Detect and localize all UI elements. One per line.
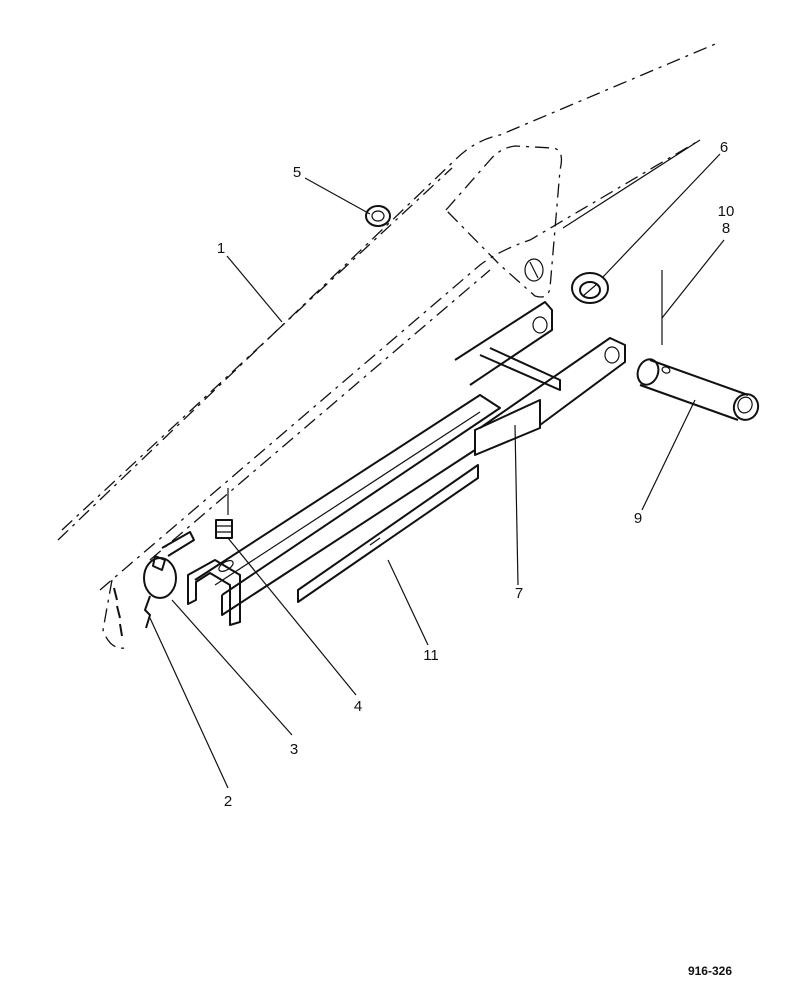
pivot-pin-part-9: [636, 358, 760, 421]
leader-5: [304, 177, 371, 215]
callout-11: 11: [423, 647, 439, 664]
leader-7: [514, 424, 519, 586]
grease-fitting-part-4: [215, 488, 233, 539]
callout-8: 8: [722, 220, 730, 237]
leader-9: [641, 399, 696, 511]
leader-2: [149, 617, 229, 789]
callout-1: 1: [217, 240, 225, 257]
leader-3: [171, 599, 293, 736]
callout-labels: 1 2 3 4 5 6 7 8 9 10 11: [217, 139, 735, 810]
leader-8: [661, 239, 725, 319]
lynch-pin-part-3: [143, 531, 195, 599]
leader-4: [227, 537, 357, 696]
chain-part-2: [113, 587, 151, 637]
callout-4: 4: [354, 698, 362, 715]
bushing-part-6: [571, 272, 609, 304]
callout-6: 6: [720, 139, 728, 156]
drawbar-part-7: [187, 301, 626, 626]
callout-7: 7: [515, 585, 523, 602]
callout-5: 5: [293, 164, 301, 181]
decal-part-11: [297, 464, 479, 603]
callout-10: 10: [718, 203, 735, 220]
leader-6: [601, 153, 721, 279]
callout-9: 9: [634, 510, 642, 527]
washer-part-5: [365, 205, 391, 227]
figure-code: 916-326: [688, 964, 732, 978]
leader-6b: [562, 139, 701, 229]
leader-11: [387, 559, 429, 646]
callout-3: 3: [290, 741, 298, 758]
callout-2: 2: [224, 793, 232, 810]
boom-arm-outline: [57, 41, 721, 649]
leader-1: [226, 255, 283, 323]
leader-lines: [149, 139, 725, 789]
